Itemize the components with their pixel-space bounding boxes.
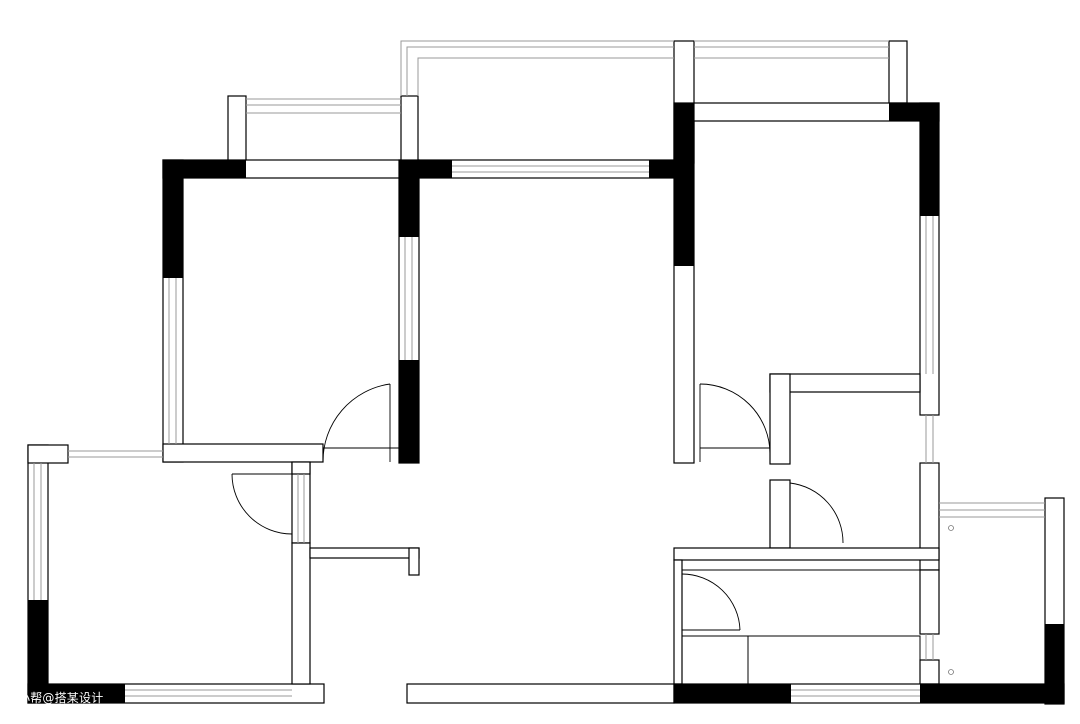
structural-column [163, 160, 246, 178]
wall-segment [919, 659, 940, 685]
door-arc [699, 383, 771, 455]
structural-walls [28, 103, 1064, 703]
window [400, 40, 674, 96]
drain-icon [948, 525, 954, 531]
watermark-text: 小帮@搭某设计 [18, 691, 104, 705]
door-lower-left-bedroom [231, 473, 293, 535]
wall-segment [27, 444, 69, 464]
window [417, 57, 674, 96]
wall-segment [291, 461, 311, 475]
wall-segment [888, 40, 908, 104]
wall-segment [673, 559, 683, 685]
structural-column [674, 103, 694, 266]
fixtures [948, 525, 954, 675]
wall-segment [769, 373, 791, 465]
structural-column [163, 160, 183, 278]
doors [231, 383, 844, 631]
door-kitchen [681, 573, 741, 631]
structural-column [920, 103, 939, 216]
wall-segment [919, 569, 940, 635]
wall-segment [291, 462, 311, 544]
wall-segment [400, 95, 419, 161]
structural-column [28, 600, 48, 703]
wall-segment [673, 547, 940, 561]
watermark: 小帮@搭某设计 [6, 689, 103, 706]
wall-segment [408, 547, 420, 576]
door-left-bedroom [322, 383, 399, 463]
structural-column [1045, 624, 1064, 703]
wall-segment [162, 443, 324, 463]
structural-column [399, 160, 419, 237]
wall-segment [309, 547, 420, 559]
structural-column [674, 684, 791, 703]
window [406, 46, 674, 96]
structural-column [399, 360, 419, 463]
structural-column [28, 684, 125, 703]
structural-column [920, 684, 1064, 703]
wall-segment [769, 479, 791, 549]
wall-segment [406, 683, 675, 704]
drain-icon [948, 669, 954, 675]
door-arc [681, 573, 741, 631]
counter [681, 635, 921, 685]
door-bathroom [789, 482, 844, 545]
door-arc [231, 473, 293, 535]
windows [33, 40, 1045, 697]
watermark-logo-icon [6, 692, 15, 703]
wall-outlines [27, 40, 1065, 705]
wall-segment [291, 542, 311, 685]
wall-segment [418, 159, 690, 179]
door-arc [789, 482, 844, 544]
wall-segment [227, 95, 247, 161]
kitchen-counter [681, 569, 921, 685]
door-right-bedroom [699, 383, 771, 462]
door-arc [322, 383, 391, 463]
wall-segment [769, 373, 921, 393]
